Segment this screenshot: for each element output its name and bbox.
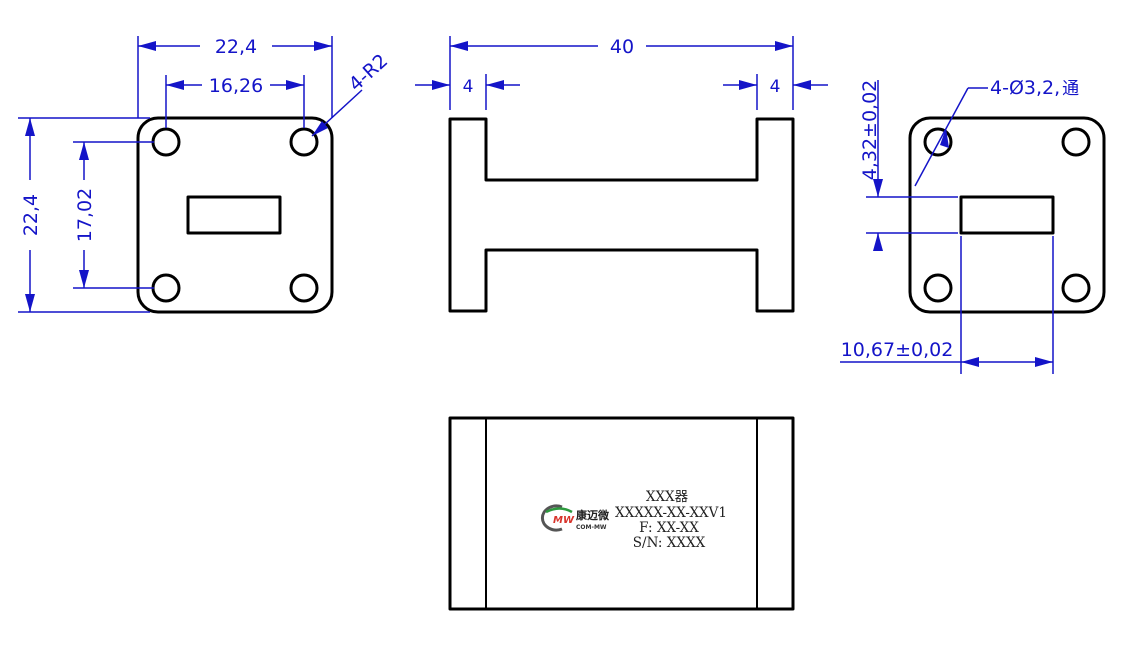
side-right-flange-label: 4 <box>770 77 781 97</box>
front-width-dimension: 22,4 <box>137 36 333 118</box>
side-left-flange-label: 4 <box>463 77 474 97</box>
front-flange-outline <box>136 116 334 314</box>
front-height-label: 22,4 <box>20 194 42 236</box>
end-slot-height-dimension: 4,32±0,02 <box>859 80 958 251</box>
front-width-label: 22,4 <box>215 36 257 58</box>
front-hole-spacing-label: 16,26 <box>209 75 263 97</box>
logo-ring <box>540 504 563 532</box>
front-vertical-hole-spacing-label: 17,02 <box>74 188 96 242</box>
end-hole-callout-label: 4-Ø3,2,通 <box>990 77 1079 99</box>
logo-mark: MW <box>553 515 575 526</box>
end-slot-height-label: 4,32±0,02 <box>859 80 881 181</box>
end-hole-top-left <box>923 127 953 157</box>
front-waveguide-slot <box>186 195 282 235</box>
end-slot-width-dimension: 10,67±0,02 <box>840 236 1054 374</box>
front-view: 22,4 16,26 22,4 <box>18 36 393 314</box>
end-slot-width-label: 10,67±0,02 <box>841 339 954 361</box>
side-profile-outline <box>448 117 795 313</box>
side-right-flange-dimension: 4 <box>723 74 828 110</box>
company-logo: MW 康迈微 COM-MW <box>540 504 610 532</box>
end-waveguide-slot <box>959 195 1055 235</box>
nameplate: XXX器 XXXXX-XX-XXV1 F: XX-XX S/N: XXXX <box>615 489 727 551</box>
side-view: 40 4 4 <box>415 36 828 313</box>
front-hole-spacing-dimension: 16,26 <box>165 75 305 128</box>
front-height-dimension: 22,4 <box>18 117 150 313</box>
front-hole-bottom-right <box>289 273 319 303</box>
front-vertical-hole-spacing-dimension: 17,02 <box>73 141 154 289</box>
front-hole-bottom-left <box>151 273 181 303</box>
end-hole-top-right <box>1061 127 1091 157</box>
top-view: MW 康迈微 COM-MW XXX器 XXXXX-XX-XXV1 F: XX-X… <box>448 416 795 611</box>
front-corner-radius-label: 4-R2 <box>345 50 393 96</box>
nameplate-line-2: XXXXX-XX-XXV1 <box>615 505 727 521</box>
nameplate-line-3: F: XX-XX <box>639 520 699 536</box>
front-hole-top-right <box>289 127 319 157</box>
end-hole-callout: 4-Ø3,2,通 <box>914 77 1079 187</box>
top-body-outline <box>448 416 795 611</box>
end-view: 4-Ø3,2,通 4,32±0,02 10,67±0,02 <box>840 77 1106 374</box>
side-length-label: 40 <box>610 36 634 58</box>
end-hole-bottom-left <box>923 273 953 303</box>
nameplate-line-4: S/N: XXXX <box>633 535 706 551</box>
side-length-dimension: 40 <box>449 36 794 110</box>
side-left-flange-dimension: 4 <box>415 74 520 110</box>
end-hole-bottom-right <box>1061 273 1091 303</box>
end-flange-outline <box>908 116 1106 314</box>
logo-name-en: COM-MW <box>576 524 607 531</box>
logo-swoosh <box>545 507 573 514</box>
front-hole-top-left <box>151 127 181 157</box>
logo-name-cn: 康迈微 <box>576 508 610 522</box>
nameplate-line-1: XXX器 <box>646 489 689 505</box>
